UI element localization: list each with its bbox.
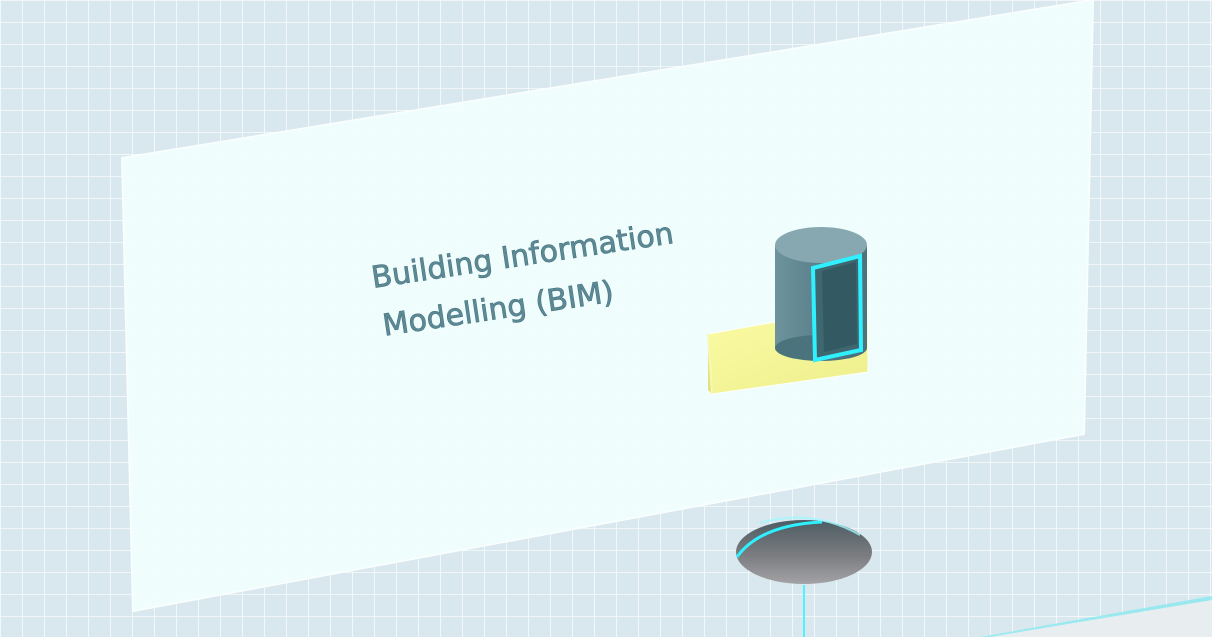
bim-info-panel[interactable] <box>120 0 1095 613</box>
bim-model-cylinder[interactable] <box>775 227 867 363</box>
floor-edge <box>980 596 1212 637</box>
selection-puck[interactable] <box>735 516 872 637</box>
